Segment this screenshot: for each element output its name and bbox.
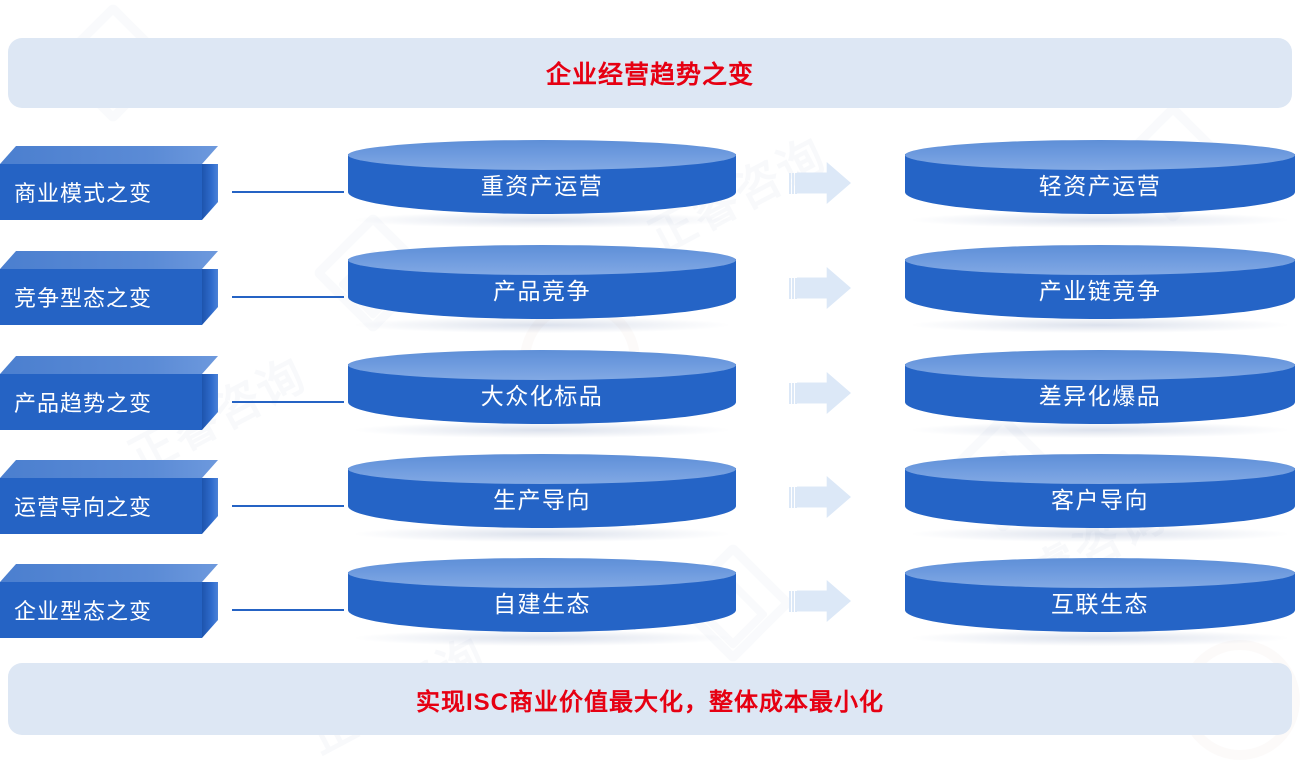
arrow-stripe bbox=[789, 382, 791, 404]
from-state-label: 产品竞争 bbox=[493, 278, 591, 304]
arrow-stripe bbox=[789, 486, 791, 508]
to-state-label: 轻资产运营 bbox=[1038, 173, 1162, 199]
arrow-right-icon bbox=[789, 162, 851, 204]
category-label-text: 产品趋势之变 bbox=[14, 391, 153, 416]
label-box-top-face bbox=[0, 251, 218, 269]
category-label-box[interactable]: 商业模式之变 bbox=[0, 146, 218, 220]
from-state-label: 自建生态 bbox=[493, 591, 591, 617]
cylinder-top-ellipse bbox=[348, 245, 736, 275]
cylinder-shadow bbox=[355, 212, 729, 228]
arrow-shape bbox=[797, 162, 851, 204]
arrow-right-icon bbox=[789, 476, 851, 518]
cylinder-top-ellipse bbox=[905, 245, 1295, 275]
label-box-front-face: 产品趋势之变 bbox=[0, 374, 202, 430]
cylinder-top-ellipse bbox=[348, 454, 736, 484]
category-label-text: 商业模式之变 bbox=[14, 181, 153, 206]
label-box-top-face bbox=[0, 356, 218, 374]
cylinder-top-ellipse bbox=[348, 350, 736, 380]
cylinder-top-ellipse bbox=[905, 140, 1295, 170]
label-box-side-face bbox=[202, 164, 218, 220]
arrow-stripe bbox=[792, 277, 794, 299]
diagram-row: 商业模式之变 重资产运营 轻资产运营 bbox=[0, 130, 1300, 228]
cylinder-shadow bbox=[912, 422, 1288, 438]
category-label-box[interactable]: 竞争型态之变 bbox=[0, 251, 218, 325]
to-state-label: 产业链竞争 bbox=[1038, 278, 1162, 304]
footer-banner: 实现ISC商业价值最大化，整体成本最小化 bbox=[8, 663, 1292, 735]
connector-line bbox=[232, 191, 344, 193]
cylinder-shadow bbox=[355, 630, 729, 646]
arrow-right-icon bbox=[789, 372, 851, 414]
from-state-label: 生产导向 bbox=[493, 487, 591, 513]
title-banner: 企业经营趋势之变 bbox=[8, 38, 1292, 108]
connector-line bbox=[232, 296, 344, 298]
to-state-label: 差异化爆品 bbox=[1038, 383, 1162, 409]
cylinder-top-ellipse bbox=[905, 350, 1295, 380]
arrow-stripe bbox=[789, 277, 791, 299]
page-title: 企业经营趋势之变 bbox=[545, 61, 754, 89]
arrow-shape bbox=[797, 580, 851, 622]
category-label-text: 运营导向之变 bbox=[14, 495, 153, 520]
connector-line bbox=[232, 505, 344, 507]
arrow-stripe bbox=[795, 172, 797, 194]
arrow-stripe bbox=[789, 172, 791, 194]
cylinder-top-ellipse bbox=[905, 454, 1295, 484]
label-box-front-face: 商业模式之变 bbox=[0, 164, 202, 220]
connector-line bbox=[232, 609, 344, 611]
to-state-label: 互联生态 bbox=[1051, 591, 1149, 617]
arrow-stripe bbox=[795, 590, 797, 612]
label-box-front-face: 竞争型态之变 bbox=[0, 269, 202, 325]
label-box-front-face: 企业型态之变 bbox=[0, 582, 202, 638]
cylinder-shadow bbox=[912, 317, 1288, 333]
arrow-right-icon bbox=[789, 580, 851, 622]
cylinder-top-ellipse bbox=[348, 558, 736, 588]
label-box-side-face bbox=[202, 269, 218, 325]
label-box-side-face bbox=[202, 374, 218, 430]
diagram-row: 产品趋势之变 大众化标品 差异化爆品 bbox=[0, 340, 1300, 438]
connector-line bbox=[232, 401, 344, 403]
label-box-top-face bbox=[0, 146, 218, 164]
label-box-side-face bbox=[202, 582, 218, 638]
arrow-stripe bbox=[792, 590, 794, 612]
category-label-text: 竞争型态之变 bbox=[14, 286, 153, 311]
arrow-shape bbox=[797, 476, 851, 518]
arrow-stripe bbox=[795, 382, 797, 404]
diagram-row: 运营导向之变 生产导向 客户导向 bbox=[0, 444, 1300, 542]
arrow-stripe bbox=[795, 486, 797, 508]
diagram-row: 竞争型态之变 产品竞争 产业链竞争 bbox=[0, 235, 1300, 333]
cylinder-top-ellipse bbox=[905, 558, 1295, 588]
label-box-side-face bbox=[202, 478, 218, 534]
category-label-text: 企业型态之变 bbox=[14, 599, 153, 624]
arrow-stripe bbox=[792, 382, 794, 404]
label-box-top-face bbox=[0, 460, 218, 478]
footer-title: 实现ISC商业价值最大化，整体成本最小化 bbox=[415, 688, 884, 716]
from-state-label: 大众化标品 bbox=[480, 383, 604, 409]
category-label-box[interactable]: 企业型态之变 bbox=[0, 564, 218, 638]
arrow-right-icon bbox=[789, 267, 851, 309]
arrow-shape bbox=[797, 267, 851, 309]
cylinder-top-ellipse bbox=[348, 140, 736, 170]
cylinder-shadow bbox=[912, 212, 1288, 228]
diagram-row: 企业型态之变 自建生态 互联生态 bbox=[0, 548, 1300, 646]
arrow-shape bbox=[797, 372, 851, 414]
cylinder-shadow bbox=[355, 422, 729, 438]
arrow-stripe bbox=[792, 486, 794, 508]
category-label-box[interactable]: 产品趋势之变 bbox=[0, 356, 218, 430]
category-label-box[interactable]: 运营导向之变 bbox=[0, 460, 218, 534]
cylinder-shadow bbox=[355, 317, 729, 333]
arrow-stripe bbox=[795, 277, 797, 299]
arrow-stripe bbox=[789, 590, 791, 612]
label-box-front-face: 运营导向之变 bbox=[0, 478, 202, 534]
cylinder-shadow bbox=[912, 526, 1288, 542]
to-state-label: 客户导向 bbox=[1051, 487, 1149, 513]
cylinder-shadow bbox=[912, 630, 1288, 646]
from-state-label: 重资产运营 bbox=[480, 173, 604, 199]
cylinder-shadow bbox=[355, 526, 729, 542]
arrow-stripe bbox=[792, 172, 794, 194]
label-box-top-face bbox=[0, 564, 218, 582]
